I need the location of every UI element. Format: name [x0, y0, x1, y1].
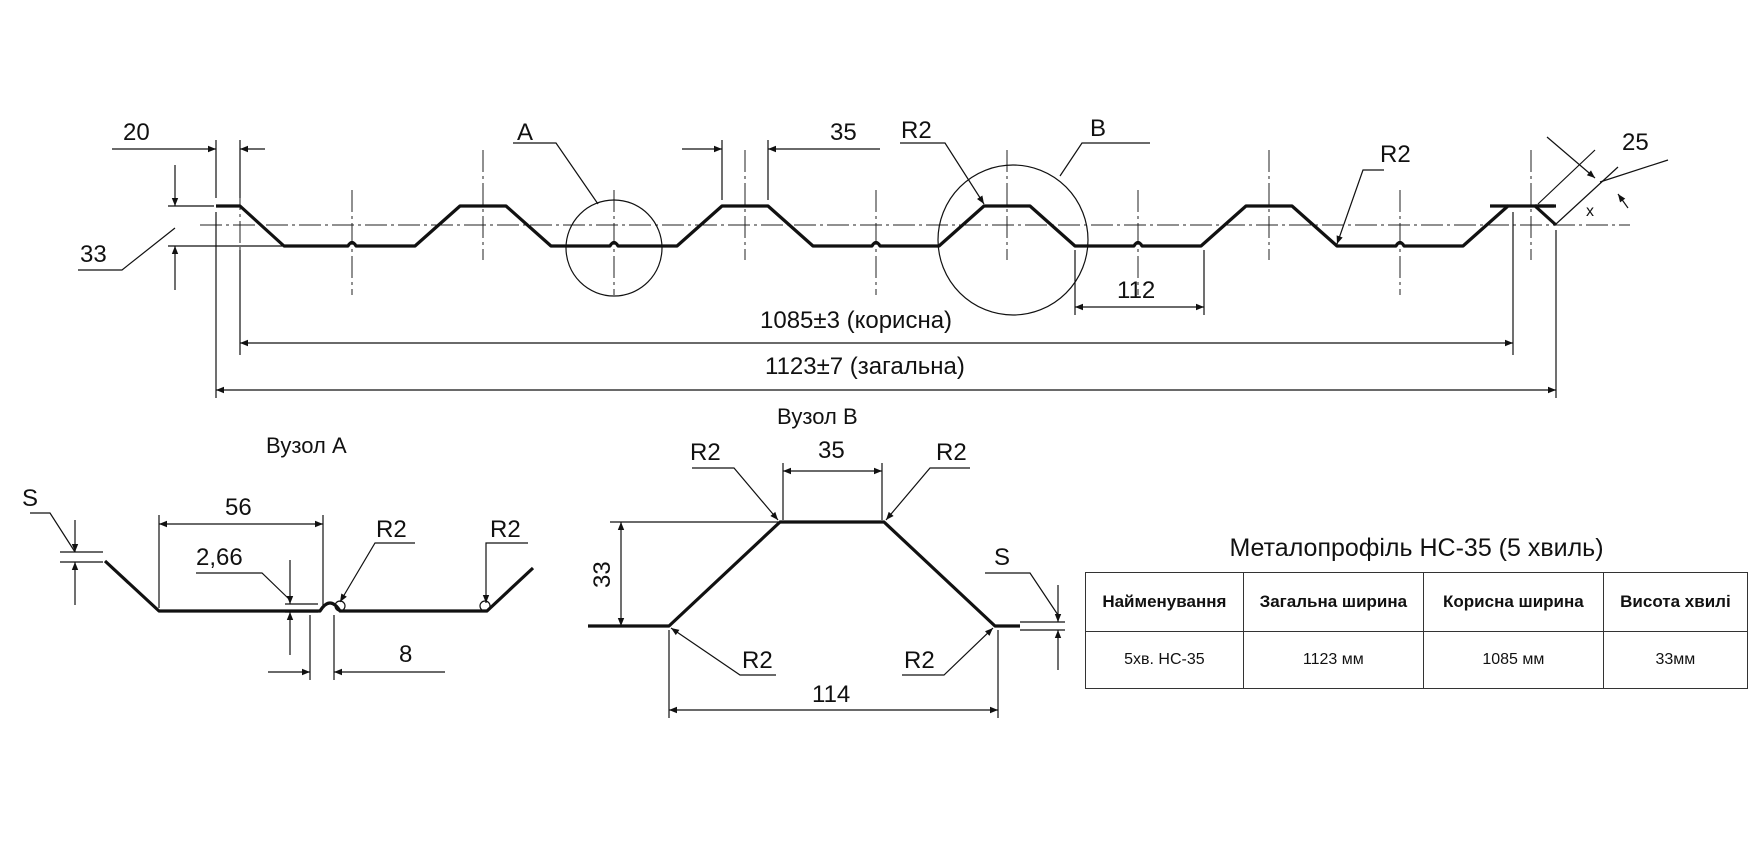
- header-wave-height: Висота хвилі: [1602, 572, 1749, 632]
- dim-useful-width: 1085±3 (корисна): [760, 307, 952, 334]
- profile-radius-label-1: R2: [901, 117, 932, 144]
- detail-b-radius-bottom-right: R2: [904, 647, 935, 674]
- detail-b-top-width: 35: [818, 437, 845, 464]
- dim-edge-width: 20: [123, 119, 150, 146]
- table-header-row: Найменування Загальна ширина Корисна шир…: [1085, 572, 1749, 632]
- spec-table: Найменування Загальна ширина Корисна шир…: [1085, 572, 1749, 689]
- profile-outline: [216, 204, 1554, 248]
- dim-wave-pitch: 112: [1117, 277, 1155, 304]
- detail-b-radius-top-left: R2: [690, 439, 721, 466]
- dim-profile-height: 33: [80, 241, 107, 268]
- detail-b-title: Вузол В: [777, 404, 858, 429]
- detail-b-outline: [588, 520, 1020, 628]
- callout-circle-b: [937, 164, 1089, 316]
- callout-a-leader: [513, 142, 599, 205]
- detail-a-groove-depth: 2,66: [196, 544, 243, 571]
- header-total-width: Загальна ширина: [1242, 572, 1424, 632]
- callout-circle-a: [565, 199, 663, 297]
- header-useful-width: Корисна ширина: [1422, 572, 1604, 632]
- profile-radius-label-2: R2: [1380, 141, 1411, 168]
- dim-total-width: 1123±7 (загальна): [765, 353, 965, 380]
- callout-b-label: B: [1090, 115, 1106, 142]
- header-name: Найменування: [1085, 572, 1244, 632]
- detail-a-title: Вузол А: [266, 433, 347, 458]
- spec-table-title: Металопрофіль НС-35 (5 хвиль): [1229, 534, 1604, 562]
- detail-a-width: 56: [225, 494, 252, 521]
- detail-a-radius-corner: R2: [490, 516, 521, 543]
- detail-b-radius-bottom-left: R2: [742, 647, 773, 674]
- callout-b-leader: [1059, 142, 1150, 177]
- dim-right-edge: 25: [1622, 129, 1649, 156]
- detail-b-thickness: S: [994, 544, 1010, 571]
- detail-b-base-width: 114: [812, 681, 850, 708]
- cell-useful-width: 1085 мм: [1422, 631, 1604, 689]
- detail-a: Вузол А S 56 2,66 R2 R2 8: [22, 433, 535, 680]
- dim-crest-width: 35: [830, 119, 857, 146]
- profile-wave-axes: [239, 150, 1532, 295]
- axis-label: x: [1586, 203, 1594, 220]
- table-row: 5хв. НС-35 1123 мм 1085 мм 33мм: [1085, 631, 1749, 689]
- detail-a-radius-groove: R2: [376, 516, 407, 543]
- detail-b: Вузол В 35 R2 R2 R2 R2 33 114 S: [588, 404, 1065, 718]
- cell-wave-height: 33мм: [1602, 631, 1749, 689]
- main-profile: A B R2 R2 20 33 35 112: [78, 115, 1669, 398]
- detail-b-radius-top-right: R2: [936, 439, 967, 466]
- cell-total-width: 1123 мм: [1242, 631, 1424, 689]
- callout-a-label: A: [517, 119, 533, 146]
- detail-a-groove-width: 8: [399, 641, 412, 668]
- detail-b-height: 33: [589, 561, 616, 588]
- cell-name: 5хв. НС-35: [1085, 631, 1244, 689]
- detail-a-thickness: S: [22, 485, 38, 512]
- detail-a-outline: [103, 559, 535, 613]
